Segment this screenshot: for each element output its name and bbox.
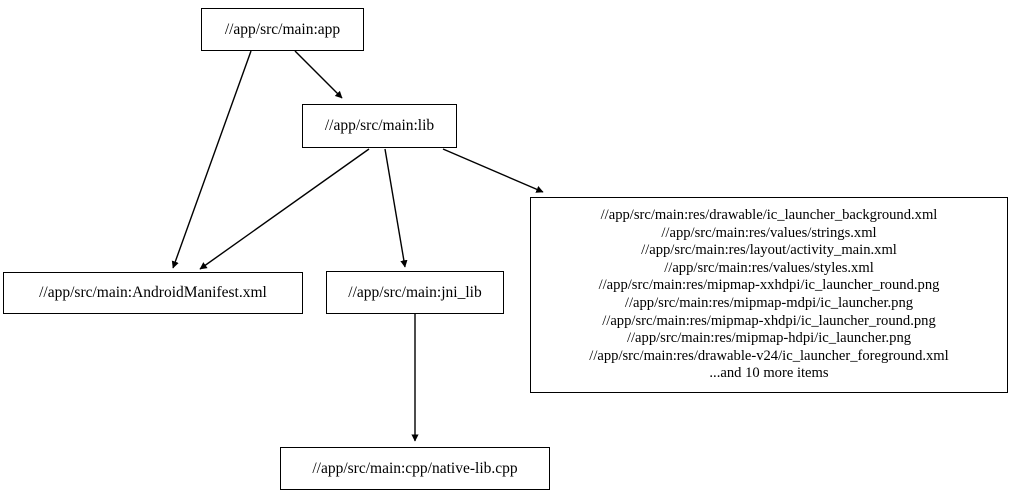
resource-line: //app/src/main:res/drawable/ic_launcher_… xyxy=(600,207,938,224)
resource-line: //app/src/main:res/values/styles.xml xyxy=(664,259,874,276)
node-android-manifest[interactable]: //app/src/main:AndroidManifest.xml xyxy=(3,272,303,314)
edge-lib-to-jni-lib xyxy=(384,148,408,268)
edge-lib-to-manifest xyxy=(199,148,370,270)
resource-line: //app/src/main:res/mipmap-xxhdpi/ic_laun… xyxy=(598,277,940,294)
node-lib[interactable]: //app/src/main:lib xyxy=(302,104,457,148)
resource-line: //app/src/main:res/mipmap-xhdpi/ic_launc… xyxy=(602,312,936,329)
node-native-lib-cpp-label: //app/src/main:cpp/native-lib.cpp xyxy=(312,459,518,477)
node-lib-label: //app/src/main:lib xyxy=(324,117,435,135)
node-jni-lib[interactable]: //app/src/main:jni_lib xyxy=(326,271,504,314)
node-app[interactable]: //app/src/main:app xyxy=(201,8,364,51)
node-android-manifest-label: //app/src/main:AndroidManifest.xml xyxy=(39,284,267,302)
resource-more-items-label: ...and 10 more items xyxy=(709,365,829,382)
node-resources-group-label: //app/src/main:res/drawable/ic_launcher_… xyxy=(537,207,1001,383)
node-resources-group[interactable]: //app/src/main:res/drawable/ic_launcher_… xyxy=(530,197,1008,393)
resource-line: //app/src/main:res/layout/activity_main.… xyxy=(641,242,897,259)
edge-lib-to-resources xyxy=(442,148,544,193)
resource-line: //app/src/main:res/values/strings.xml xyxy=(661,224,877,241)
resource-line: //app/src/main:res/mipmap-hdpi/ic_launch… xyxy=(626,330,912,347)
resource-line: //app/src/main:res/drawable-v24/ic_launc… xyxy=(589,347,949,364)
resource-line: //app/src/main:res/mipmap-mdpi/ic_launch… xyxy=(624,295,914,311)
node-app-label: //app/src/main:app xyxy=(224,20,341,38)
edge-app-to-manifest xyxy=(171,50,252,269)
edge-app-to-lib xyxy=(294,50,343,99)
node-jni-lib-label: //app/src/main:jni_lib xyxy=(348,283,482,301)
node-native-lib-cpp[interactable]: //app/src/main:cpp/native-lib.cpp xyxy=(280,447,550,490)
